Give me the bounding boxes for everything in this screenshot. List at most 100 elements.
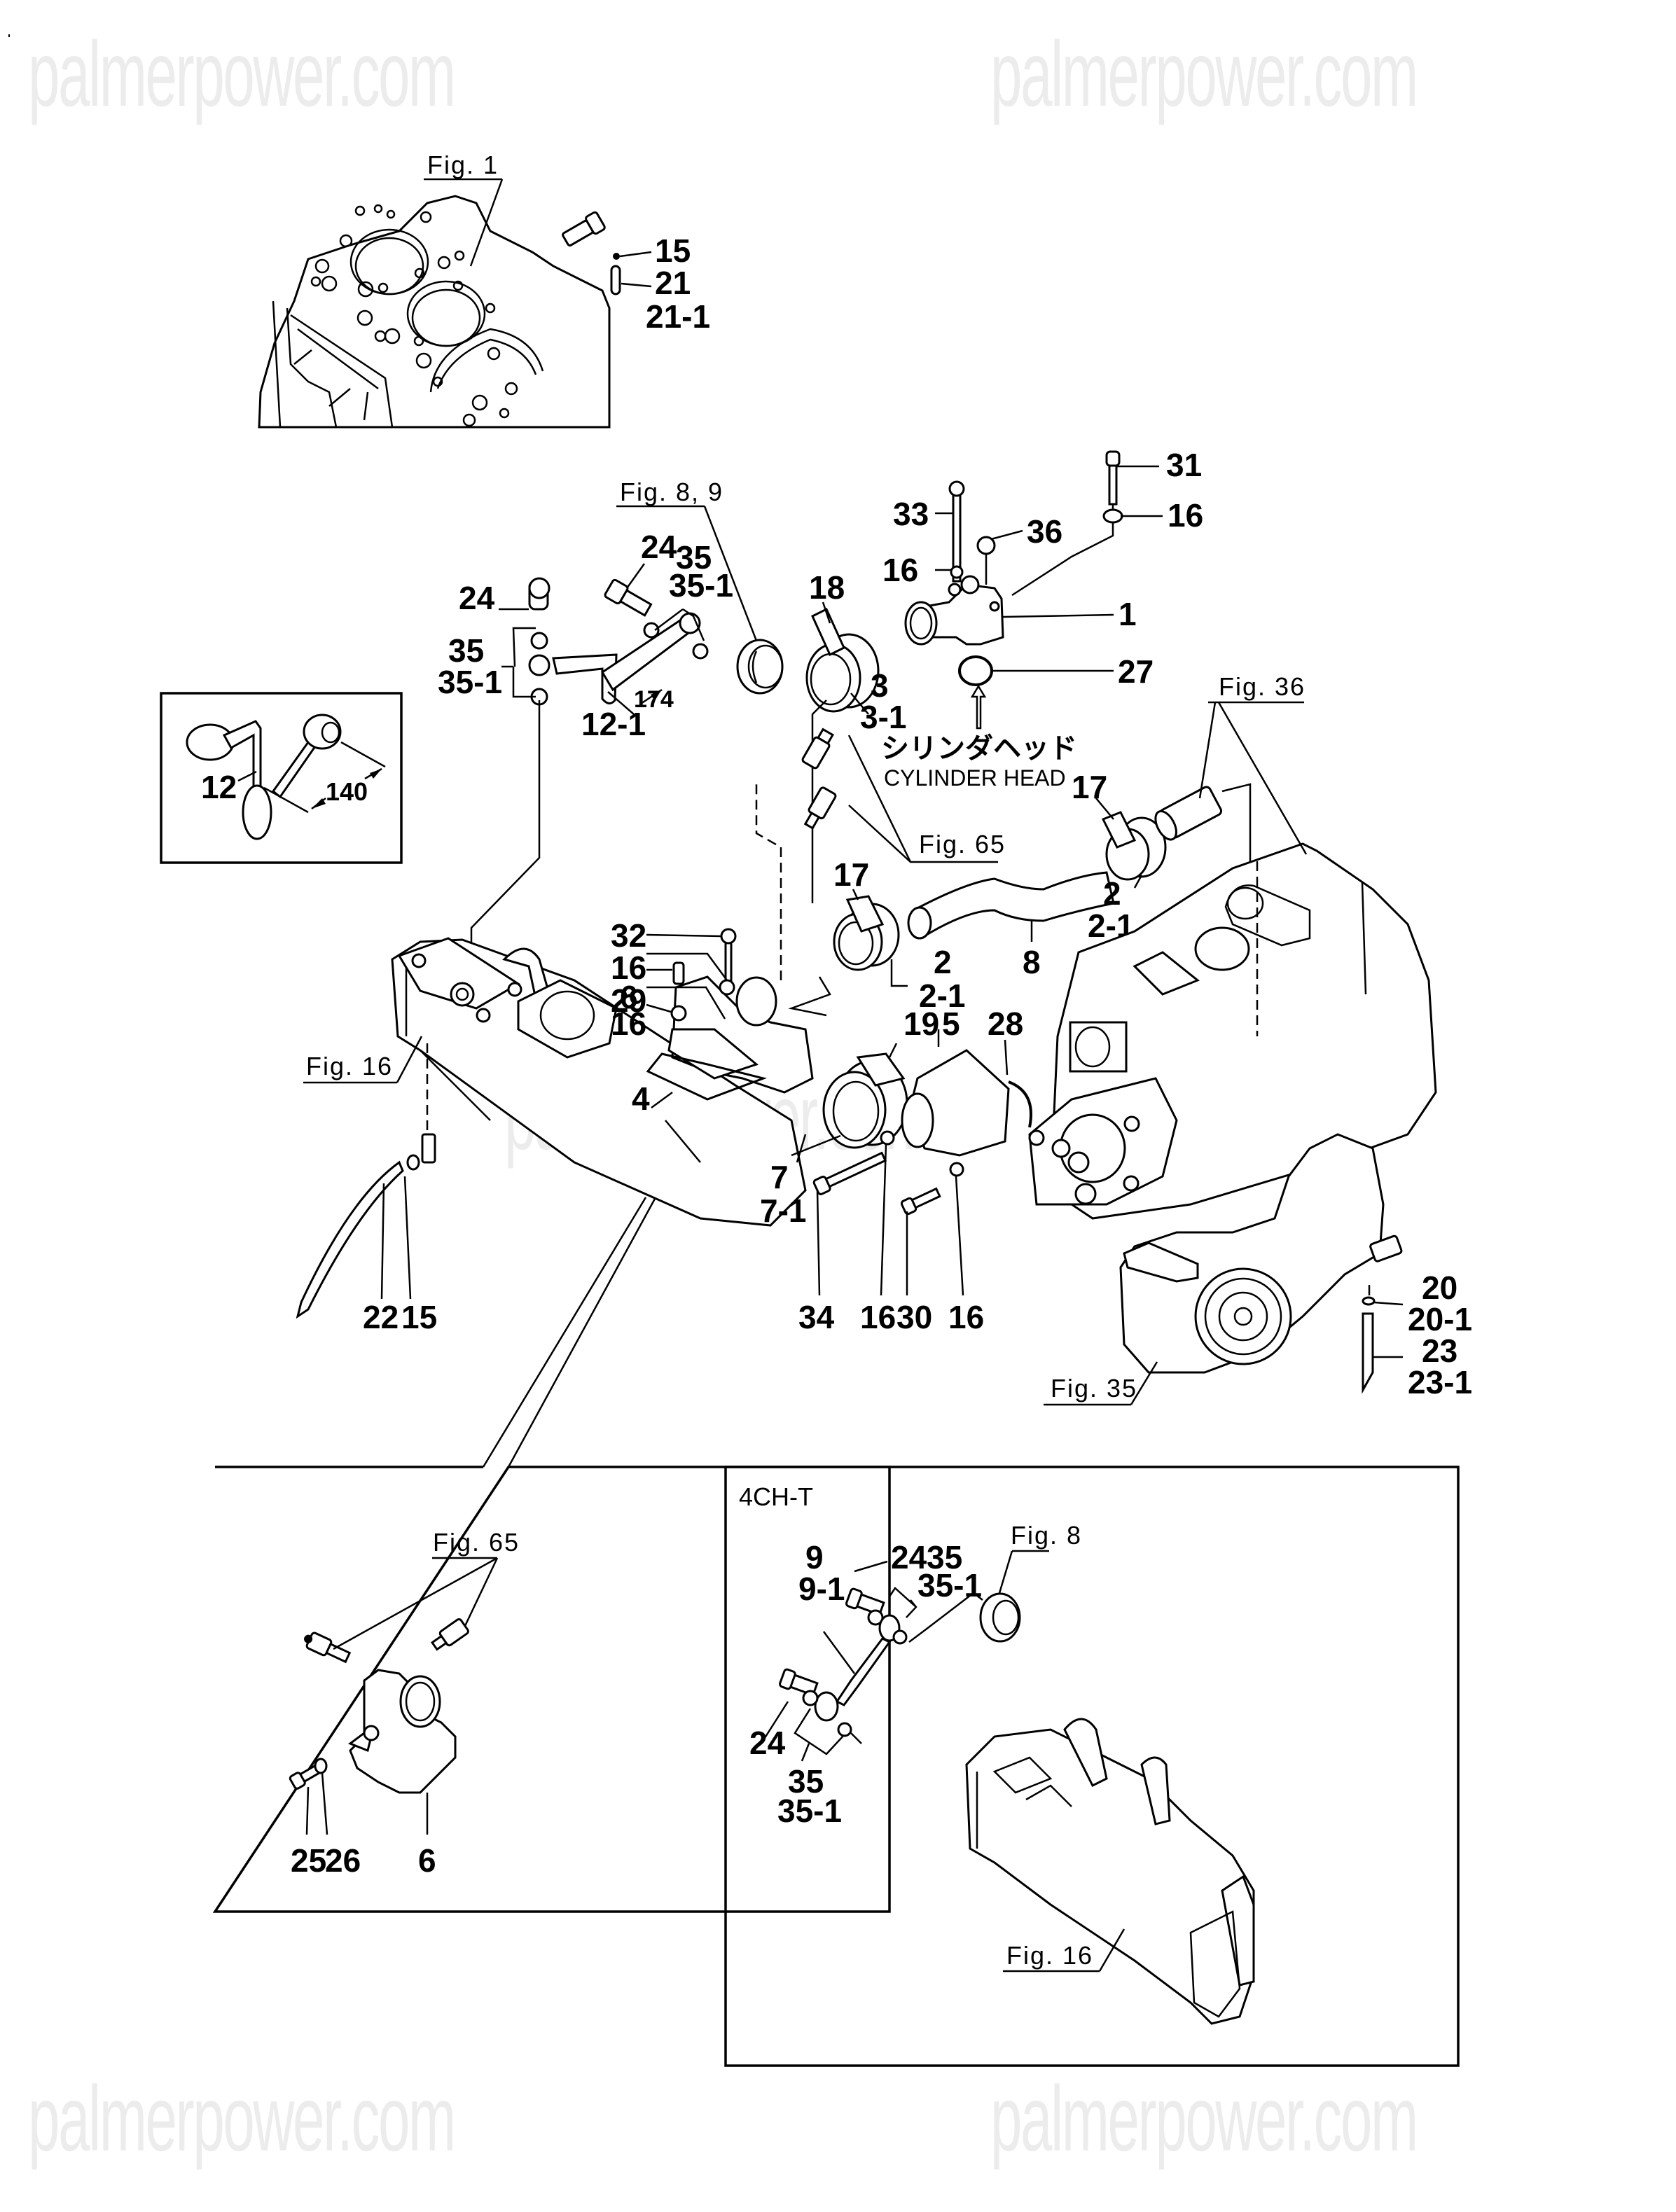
callout-35[interactable]: 35 (676, 539, 712, 576)
leader (822, 601, 831, 624)
callout-30[interactable]: 30 (896, 1299, 932, 1335)
fig-ref-1[interactable]: Fig. 1 (427, 151, 499, 179)
callout-35-1[interactable]: 35-1 (669, 567, 733, 604)
bracket-35-upper (654, 608, 705, 641)
callout-25[interactable]: 25 (291, 1842, 326, 1879)
callout-35-1[interactable]: 35-1 (438, 664, 502, 700)
leader (625, 563, 646, 589)
fig-ref-16[interactable]: Fig. 16 (306, 1052, 393, 1080)
callout-21-1[interactable]: 21-1 (646, 298, 710, 335)
callout-34[interactable]: 34 (798, 1299, 835, 1335)
leader (469, 179, 504, 267)
drain-cock (421, 1133, 436, 1164)
callout-16[interactable]: 16 (860, 1299, 896, 1335)
callout-1[interactable]: 1 (1119, 596, 1137, 632)
fig-ref-8[interactable]: Fig. 8 (1011, 1521, 1082, 1550)
callout-2[interactable]: 2 (1103, 875, 1121, 912)
callout-22[interactable]: 22 (363, 1299, 399, 1335)
callout-4[interactable]: 4 (632, 1080, 650, 1117)
callout-2[interactable]: 2 (934, 944, 952, 980)
callout-32[interactable]: 32 (611, 917, 646, 954)
callout-17[interactable]: 17 (1072, 769, 1107, 805)
callout-20-1[interactable]: 20-1 (1408, 1301, 1472, 1337)
callout-35[interactable]: 35 (448, 632, 484, 669)
radiator-hose-8 (915, 871, 1115, 939)
callout-17[interactable]: 17 (833, 856, 869, 893)
exhaust-manifold-4cht (965, 1718, 1255, 2025)
water-outlet-5 (901, 1049, 1010, 1157)
drain-tube-23 (1362, 1312, 1374, 1394)
callout-6[interactable]: 6 (620, 979, 638, 1015)
scan-mark (8, 34, 10, 37)
callout-9[interactable]: 9 (805, 1539, 824, 1575)
callout-35[interactable]: 35 (788, 1763, 824, 1800)
callout-15[interactable]: 15 (655, 232, 691, 269)
callout-28[interactable]: 28 (988, 1006, 1023, 1042)
cylinder-block-drawing (258, 195, 621, 429)
fig-ref-35[interactable]: Fig. 35 (1051, 1374, 1137, 1403)
callout-23-1[interactable]: 23-1 (1408, 1364, 1472, 1400)
callout-24[interactable]: 24 (459, 580, 495, 616)
callout-2-1[interactable]: 2-1 (919, 978, 965, 1014)
leader (621, 282, 652, 288)
o-ring-28 (1008, 1080, 1032, 1128)
callout-33[interactable]: 33 (893, 496, 929, 532)
fig-ref-36[interactable]: Fig. 36 (1219, 672, 1306, 701)
callout-35-1[interactable]: 35-1 (777, 1793, 842, 1829)
callout-29[interactable]: 29 (611, 982, 646, 1019)
callout-16[interactable]: 16 (1168, 497, 1203, 534)
callout-31[interactable]: 31 (1166, 447, 1202, 483)
callout-27[interactable]: 27 (1118, 653, 1154, 690)
callout-20[interactable]: 20 (1422, 1270, 1457, 1306)
watermark: palmerpower.com (28, 22, 456, 125)
callout-8[interactable]: 8 (1023, 944, 1041, 980)
fig-ref-65[interactable]: Fig. 65 (433, 1528, 520, 1557)
fig-ref-65[interactable]: Fig. 65 (919, 830, 1006, 858)
callout-21[interactable]: 21 (655, 265, 691, 301)
engine-cover-fig36 (1028, 842, 1437, 1220)
callout-12[interactable]: 12 (201, 769, 237, 805)
callout-9-1[interactable]: 9-1 (798, 1571, 845, 1607)
callout-6[interactable]: 6 (418, 1842, 436, 1879)
pipe-12-1-assembly (528, 577, 784, 706)
watermark: palmerpower.com (28, 2067, 456, 2170)
leader (607, 691, 635, 715)
pipe-9-assembly (779, 1587, 1021, 1737)
callout-5[interactable]: 5 (942, 1006, 960, 1042)
callout-16[interactable]: 16 (882, 552, 918, 588)
callout-35-1[interactable]: 35-1 (917, 1567, 982, 1604)
callout-3[interactable]: 3 (871, 667, 889, 704)
sensor-right (430, 1618, 469, 1651)
pipe-12-drawing (186, 714, 342, 840)
water-outlet-elbow-1 (904, 575, 1004, 646)
water-pump-fig35 (1119, 1133, 1403, 1374)
callout-7-1[interactable]: 7-1 (760, 1192, 806, 1229)
leader (703, 506, 758, 641)
callout-7[interactable]: 7 (770, 1159, 789, 1195)
callout-16[interactable]: 16 (611, 950, 646, 986)
arrow-up-icon (970, 684, 987, 730)
fig-ref-16[interactable]: Fig. 16 (1006, 1941, 1093, 1970)
thermostat-housing-detail (347, 1669, 457, 1794)
fig-ref-8-9[interactable]: Fig. 8, 9 (620, 478, 723, 506)
callout-24[interactable]: 24 (641, 529, 677, 565)
callout-19[interactable]: 19 (903, 1006, 939, 1042)
callout-16[interactable]: 16 (611, 1006, 646, 1042)
callout-18[interactable]: 18 (809, 569, 845, 606)
hose-fitting (1154, 786, 1223, 841)
callout-24[interactable]: 24 (891, 1539, 927, 1575)
callout-36[interactable]: 36 (1027, 513, 1062, 550)
watermark: palmerpower.com (990, 2067, 1418, 2170)
callout-16[interactable]: 16 (948, 1299, 984, 1335)
callout-12-1[interactable]: 12-1 (581, 706, 646, 742)
callout-26[interactable]: 26 (325, 1842, 361, 1879)
exhaust-manifold-fig16 (391, 937, 807, 1227)
callout-35[interactable]: 35 (927, 1539, 962, 1575)
leader (850, 693, 869, 715)
callout-3-1[interactable]: 3-1 (860, 699, 906, 735)
bolt-34 (812, 1151, 887, 1195)
callout-15[interactable]: 15 (401, 1299, 437, 1335)
callout-23[interactable]: 23 (1422, 1333, 1457, 1369)
callout-24[interactable]: 24 (749, 1725, 786, 1761)
